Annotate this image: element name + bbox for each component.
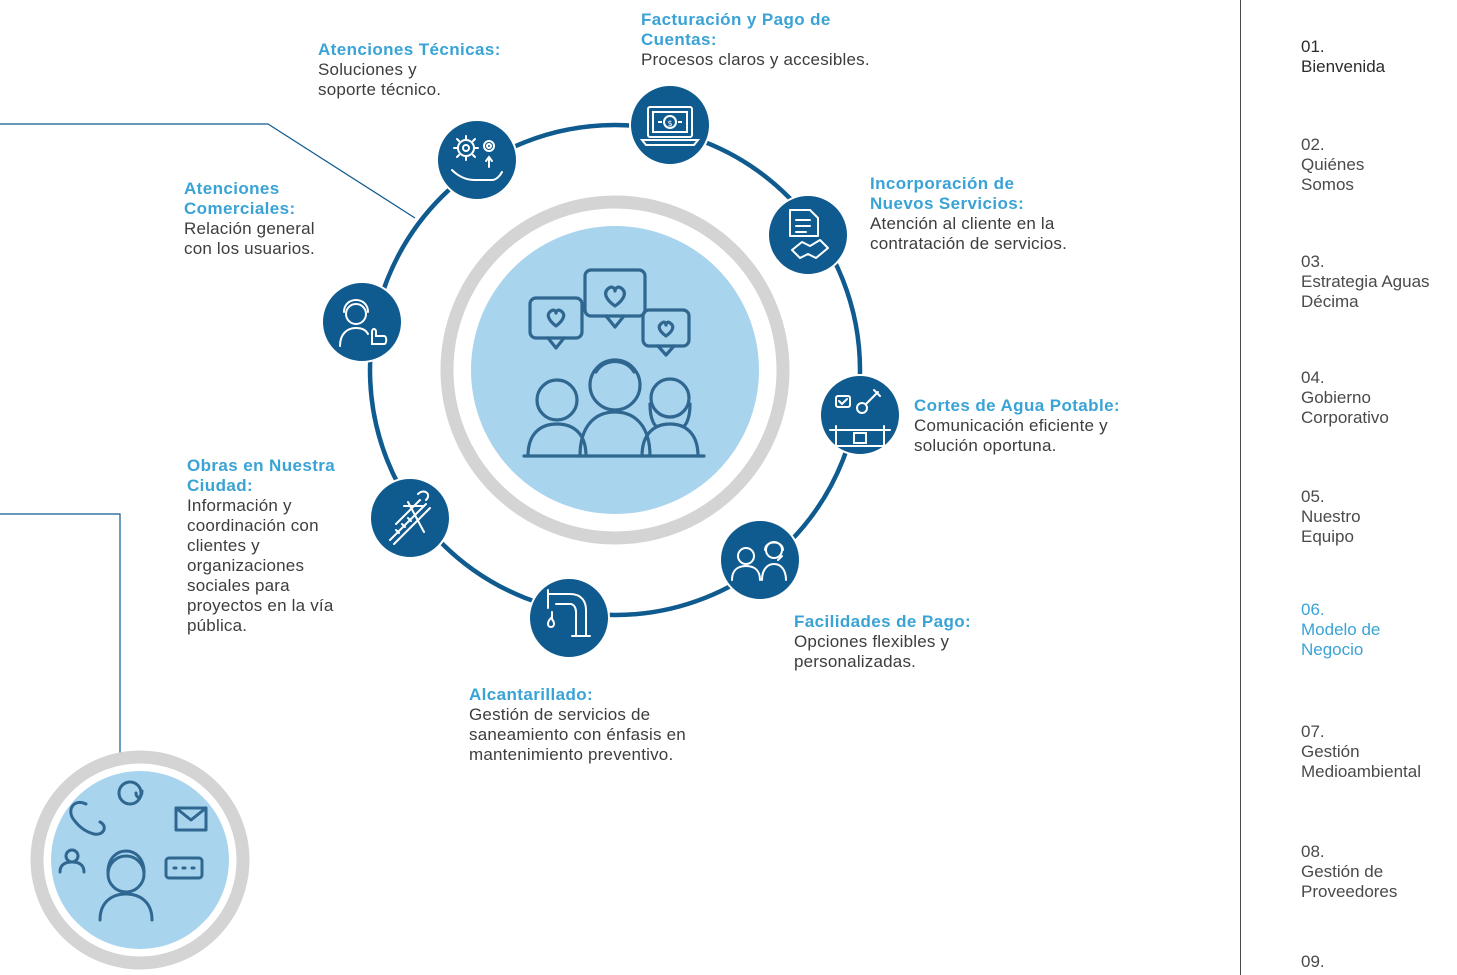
- contract-handshake-icon: [767, 194, 849, 276]
- service-title: Alcantarillado:: [469, 685, 594, 704]
- center-outer-ring: [440, 195, 790, 545]
- service-title: Incorporación de Nuevos Servicios:: [870, 174, 1025, 213]
- nav-number: 08.: [1301, 842, 1325, 861]
- service-desc: Opciones flexibles y personalizadas.: [794, 632, 950, 671]
- label-facturacion: Facturación y Pago de Cuentas: Procesos …: [641, 10, 921, 70]
- nav-label: Quiénes Somos: [1301, 155, 1365, 194]
- label-nuevos-servicios: Incorporación de Nuevos Servicios: Atenc…: [870, 174, 1120, 254]
- service-title: Cortes de Agua Potable:: [914, 396, 1120, 415]
- nav-label: Gestión Medioambiental: [1301, 742, 1422, 781]
- nav-item-estrategia[interactable]: 03. Estrategia Aguas Décima: [1301, 252, 1441, 312]
- nav-item-quienes-somos[interactable]: 02. Quiénes Somos: [1301, 135, 1391, 195]
- nav-label: Gobierno Corporativo: [1301, 388, 1389, 427]
- gears-hand-icon: [436, 119, 518, 201]
- customers-hearts-icon: [522, 268, 706, 458]
- customer-support-icon: [719, 519, 801, 601]
- nav-number: 07.: [1301, 722, 1325, 741]
- connector-line-bottom: [0, 513, 121, 755]
- service-title: Atenciones Técnicas:: [318, 40, 501, 59]
- label-facilidades-pago: Facilidades de Pago: Opciones flexibles …: [794, 612, 1034, 672]
- service-desc: Comunicación eficiente y solución oportu…: [914, 416, 1108, 455]
- laptop-billing-icon: $: [629, 84, 711, 166]
- nav-label: Nuestro Equipo: [1301, 507, 1361, 546]
- nav-number: 09.: [1301, 952, 1325, 971]
- connector-line-top: [0, 123, 416, 219]
- nav-number: 06.: [1301, 600, 1325, 619]
- nav-label: Bienvenida: [1301, 57, 1386, 76]
- label-atenciones-comerciales: Atenciones Comerciales: Relación general…: [184, 179, 354, 259]
- nav-number: 04.: [1301, 368, 1325, 387]
- service-title: Facilidades de Pago:: [794, 612, 972, 631]
- contact-channels-icon: [58, 780, 208, 922]
- nav-item-gestion-medioambiental[interactable]: 07. Gestión Medioambiental: [1301, 722, 1451, 782]
- nav-item-modelo-negocio[interactable]: 06. Modelo de Negocio: [1301, 600, 1411, 660]
- nav-label: Gestión de Proveedores: [1301, 862, 1398, 901]
- nav-number: 02.: [1301, 135, 1325, 154]
- service-title: Obras en Nuestra Ciudad:: [187, 456, 336, 495]
- business-model-diagram: $: [0, 10, 1164, 970]
- svg-text:$: $: [667, 119, 672, 128]
- label-cortes-agua: Cortes de Agua Potable: Comunicación efi…: [914, 396, 1164, 456]
- nav-label: Estrategia Aguas Décima: [1301, 272, 1430, 311]
- nav-item-nuestro-equipo[interactable]: 05. Nuestro Equipo: [1301, 487, 1391, 547]
- section-nav: 01. Bienvenida 02. Quiénes Somos 03. Est…: [1240, 0, 1457, 975]
- contact-outer-ring: [30, 750, 250, 970]
- label-obras-ciudad: Obras en Nuestra Ciudad: Información y c…: [187, 456, 357, 636]
- service-desc: Relación general con los usuarios.: [184, 219, 315, 258]
- nav-number: 05.: [1301, 487, 1325, 506]
- nav-number: 03.: [1301, 252, 1325, 271]
- service-desc: Gestión de servicios de saneamiento con …: [469, 705, 686, 764]
- service-desc: Información y coordinación con clientes …: [187, 496, 334, 635]
- nav-label: Modelo de Negocio: [1301, 620, 1381, 659]
- nav-item-09[interactable]: 09.: [1301, 952, 1411, 972]
- service-desc: Soluciones y soporte técnico.: [318, 60, 442, 99]
- nav-item-bienvenida[interactable]: 01. Bienvenida: [1301, 37, 1431, 77]
- service-desc: Atención al cliente en la contratación d…: [870, 214, 1068, 253]
- nav-number: 01.: [1301, 37, 1325, 56]
- service-ring: [367, 122, 863, 618]
- pipe-wrench-icon: [819, 374, 901, 456]
- construction-tools-icon: [369, 477, 451, 559]
- nav-item-gobierno-corporativo[interactable]: 04. Gobierno Corporativo: [1301, 368, 1411, 428]
- sewer-pipe-icon: [528, 577, 610, 659]
- label-atenciones-tecnicas: Atenciones Técnicas: Soluciones y soport…: [318, 40, 548, 100]
- label-alcantarillado: Alcantarillado: Gestión de servicios de …: [469, 685, 749, 765]
- diagram-graphics: $: [0, 84, 901, 970]
- thumbs-up-agent-icon: [321, 281, 403, 363]
- nav-item-gestion-proveedores[interactable]: 08. Gestión de Proveedores: [1301, 842, 1411, 902]
- service-title: Facturación y Pago de Cuentas:: [641, 10, 831, 49]
- service-title: Atenciones Comerciales:: [184, 179, 296, 218]
- service-desc: Procesos claros y accesibles.: [641, 50, 870, 69]
